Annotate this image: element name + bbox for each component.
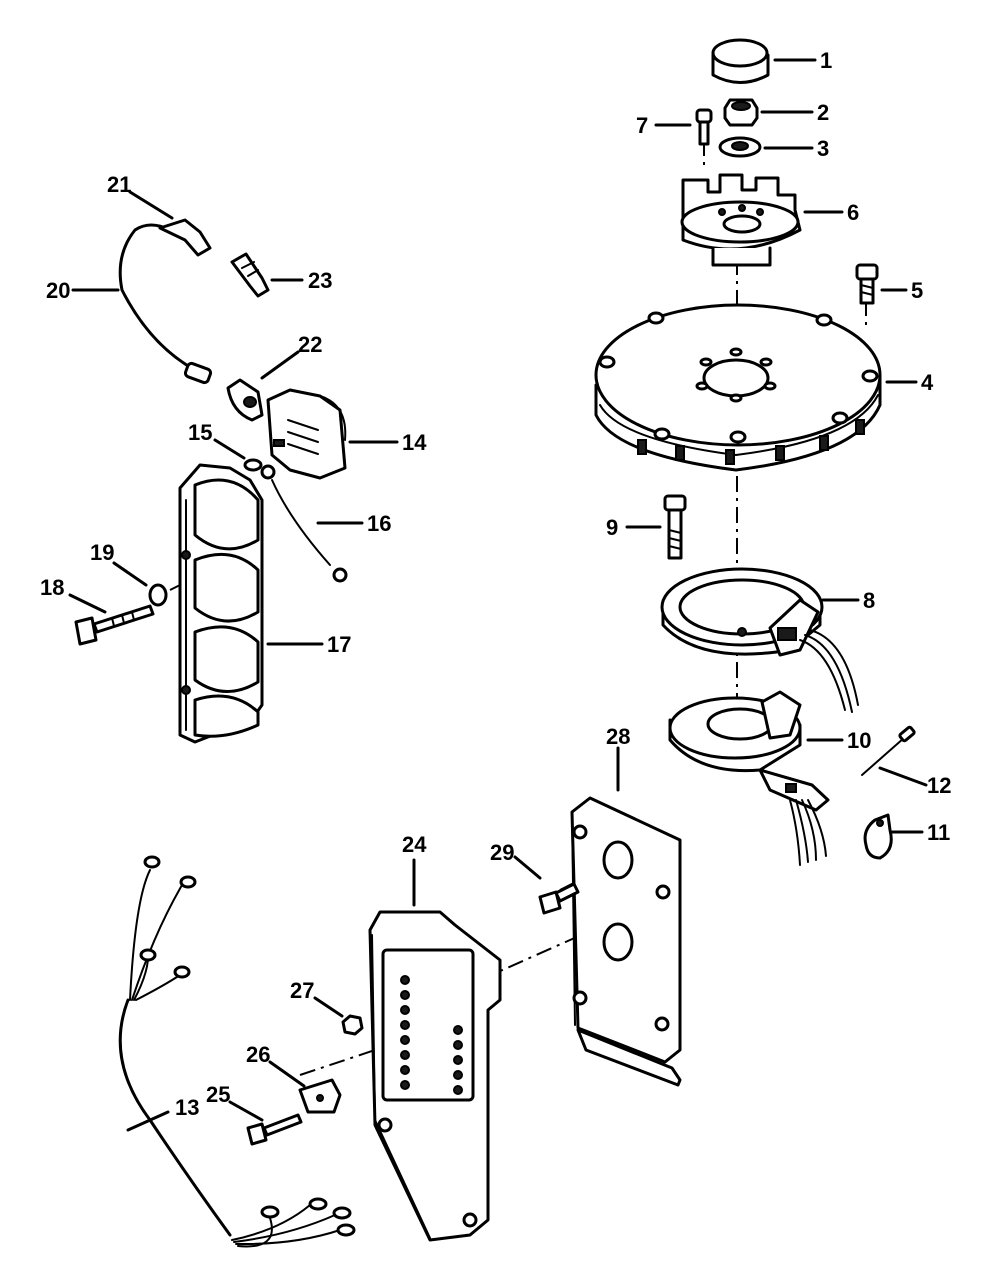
callout-2: 2 [817,100,829,125]
part-24-switch-box [368,910,502,1242]
part-1-cap [711,38,770,84]
callout-4: 4 [921,370,934,395]
callout-13: 13 [175,1095,199,1120]
callout-14: 14 [402,430,427,455]
part-11-clamp [863,813,893,860]
part-18-bolt [74,604,155,646]
part-3-washer [718,136,762,158]
part-14-ignition-coil [266,388,347,480]
callout-25: 25 [206,1082,230,1107]
callout-26: 26 [246,1042,270,1067]
part-6-starter-cup [680,173,802,267]
part-25-screw [246,1113,303,1146]
callout-18: 18 [40,575,64,600]
callout-17: 17 [327,632,351,657]
part-13-wiring-harness [118,855,356,1248]
part-7-screw [695,108,713,146]
part-19-washer [148,583,168,607]
callout-numbers: 1 2 3 4 5 6 7 8 9 10 11 12 13 14 15 16 1… [40,48,951,1120]
callout-16: 16 [367,511,391,536]
part-27-nut [341,1014,364,1036]
part-26-clip [298,1078,342,1114]
part-16-ground-wire [260,464,348,583]
callout-6: 6 [847,200,859,225]
part-4-flywheel [594,303,882,472]
part-20-21-spark-plug-lead [118,218,213,385]
part-28-bracket-plate [570,796,682,1087]
callout-27: 27 [290,978,314,1003]
part-8-stator [660,567,859,713]
callout-9: 9 [606,515,618,540]
part-5-bolt [855,263,879,305]
part-10-trigger [668,690,830,866]
callout-11: 11 [927,820,950,845]
callout-21: 21 [107,172,131,197]
callout-7: 7 [636,113,648,138]
callout-1: 1 [820,48,832,73]
part-29-screw [538,882,580,915]
part-9-screw [663,494,687,560]
callout-29: 29 [490,840,514,865]
callout-19: 19 [90,540,114,565]
leader-lines [68,58,928,1132]
callout-28: 28 [606,724,630,749]
part-2-nut [723,98,759,127]
callout-5: 5 [911,278,923,303]
callout-23: 23 [308,268,332,293]
callout-12: 12 [927,773,951,798]
callout-8: 8 [863,588,875,613]
callout-24: 24 [402,832,427,857]
part-22-boot [226,378,264,422]
callout-3: 3 [817,136,829,161]
callout-15: 15 [188,420,212,445]
part-12-pin [861,725,916,776]
part-23-spark-plug [230,252,270,298]
callout-10: 10 [847,728,871,753]
part-17-coil-bank [178,463,264,744]
callout-20: 20 [46,278,70,303]
part-15-washer [243,458,263,472]
callout-22: 22 [298,332,322,357]
